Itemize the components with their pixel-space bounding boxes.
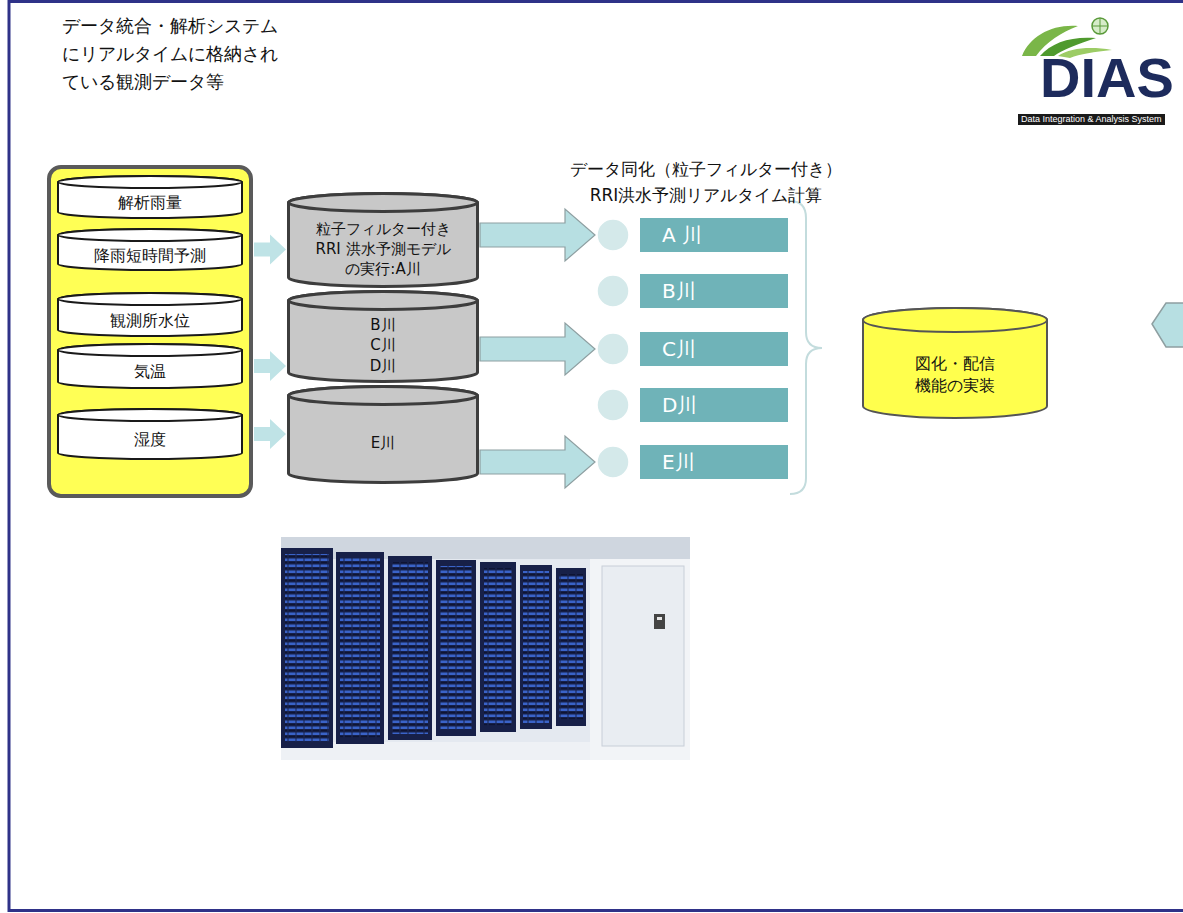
logo-wordmark-slot: DIAS <box>1040 50 1174 106</box>
river-tag: B川 <box>596 274 788 308</box>
server-rack-slots <box>285 554 329 742</box>
input-data-cylinder: 湿度 <box>57 408 243 460</box>
logo-wordmark: DIAS <box>1040 50 1174 106</box>
river-tag: E川 <box>596 445 788 479</box>
cylinder-top <box>58 229 242 241</box>
cylinder-body <box>289 387 478 483</box>
server-rack-slots <box>440 566 472 730</box>
section-heading-slot: データ同化（粒子フィルター付き） RRI洪水予測リアルタイム計算 <box>558 156 854 208</box>
river-name: D川 <box>662 393 697 417</box>
input-data-cylinder: 気温 <box>57 343 243 389</box>
cylinder-label: 図化・配信 機能の実装 <box>910 353 1000 396</box>
cylinder-top <box>863 308 1047 332</box>
river-name: B川 <box>662 279 696 303</box>
model-cylinder: B川 C川 D川 <box>287 290 479 383</box>
cylinder-top <box>58 344 242 356</box>
server-rack <box>556 568 586 726</box>
river-dot <box>597 219 629 251</box>
model-cylinder: 粒子フィルター付き RRI 洪水予測モデル の実行:A川 <box>287 192 479 288</box>
photo-wall <box>590 559 690 760</box>
river-dot <box>597 275 629 307</box>
cylinder-label: 降雨短時間予測 <box>94 245 206 267</box>
river-band <box>640 218 788 252</box>
logo-tagline: Data Integration & Analysis System <box>1018 114 1165 125</box>
river-name: A 川 <box>662 223 702 247</box>
river-band <box>640 274 788 308</box>
river-band <box>640 445 788 479</box>
cylinder-top <box>289 194 478 212</box>
data-source-group: データ統合・解析システムにリアルタイムに格納されている観測データ等解析雨量降雨短… <box>47 12 253 498</box>
server-rack <box>436 560 476 736</box>
server-rack <box>281 548 333 748</box>
cylinder-body <box>58 293 242 336</box>
section-heading: データ同化（粒子フィルター付き） RRI洪水予測リアルタイム計算 <box>558 156 854 208</box>
cylinder-body <box>289 292 478 382</box>
cylinder-body <box>58 176 242 218</box>
cylinder-top <box>289 387 478 405</box>
river-tag: D川 <box>596 388 788 422</box>
cylinder-top <box>58 176 242 188</box>
input-data-cylinder: 降雨短時間予測 <box>57 228 243 271</box>
block-arrow <box>480 323 595 375</box>
logo-tagline-slot: Data Integration & Analysis System <box>1018 107 1165 126</box>
group-heading: データ統合・解析システムにリアルタイムに格納されている観測データ等 <box>62 12 284 96</box>
cylinder-top <box>58 293 242 305</box>
cylinder-body <box>58 344 242 388</box>
cylinder-body <box>863 308 1047 418</box>
server-rack-slots <box>523 571 549 723</box>
server-rack <box>336 552 384 744</box>
page-frame <box>9 2 1183 911</box>
server-rack <box>480 562 516 732</box>
cylinder-top <box>58 409 242 421</box>
server-rack-slots <box>484 568 512 726</box>
cylinder-label: 解析雨量 <box>118 192 182 214</box>
cylinder-label: B川 C川 D川 <box>363 315 403 376</box>
cylinder-body <box>58 409 242 459</box>
model-cylinder: E川 <box>287 385 479 484</box>
block-arrow <box>480 209 595 261</box>
photo-sign <box>654 614 665 629</box>
block-arrow <box>254 419 286 449</box>
photo-ground <box>281 537 690 760</box>
river-dot <box>597 333 629 365</box>
river-name: C川 <box>662 337 696 361</box>
server-rack <box>520 565 552 729</box>
cylinder-label: 粒子フィルター付き RRI 洪水予測モデル の実行:A川 <box>308 219 458 280</box>
outgoing-arrow <box>1152 303 1183 347</box>
cylinder-label: 観測所水位 <box>110 310 190 332</box>
cylinder-body <box>289 194 478 287</box>
river-tag: A 川 <box>596 218 788 252</box>
cylinder-body <box>58 229 242 270</box>
photo-door <box>602 566 684 746</box>
river-name: E川 <box>662 450 695 474</box>
server-rack <box>388 556 432 740</box>
photo-sign-light <box>657 617 662 620</box>
cylinder-label: E川 <box>371 433 395 453</box>
block-arrow <box>254 351 286 381</box>
curly-brace <box>790 201 822 494</box>
input-data-cylinder: 観測所水位 <box>57 292 243 337</box>
logo-globe-grid <box>1092 18 1108 34</box>
river-band <box>640 388 788 422</box>
input-data-cylinder: 解析雨量 <box>57 175 243 219</box>
logo-globe <box>1092 18 1108 34</box>
cylinder-top <box>289 292 478 310</box>
server-rack-slots <box>340 558 380 738</box>
server-rack-slots <box>392 562 428 734</box>
river-band <box>640 332 788 366</box>
output-cylinder: 図化・配信 機能の実装 <box>862 307 1048 419</box>
river-dot <box>597 389 629 421</box>
cylinder-label: 気温 <box>134 361 166 383</box>
river-dot <box>597 446 629 478</box>
river-tag: C川 <box>596 332 788 366</box>
block-arrow <box>480 436 595 488</box>
cylinder-label: 湿度 <box>134 429 166 451</box>
server-photo <box>281 537 690 760</box>
block-arrow <box>254 235 286 265</box>
server-rack-slots <box>559 574 583 720</box>
